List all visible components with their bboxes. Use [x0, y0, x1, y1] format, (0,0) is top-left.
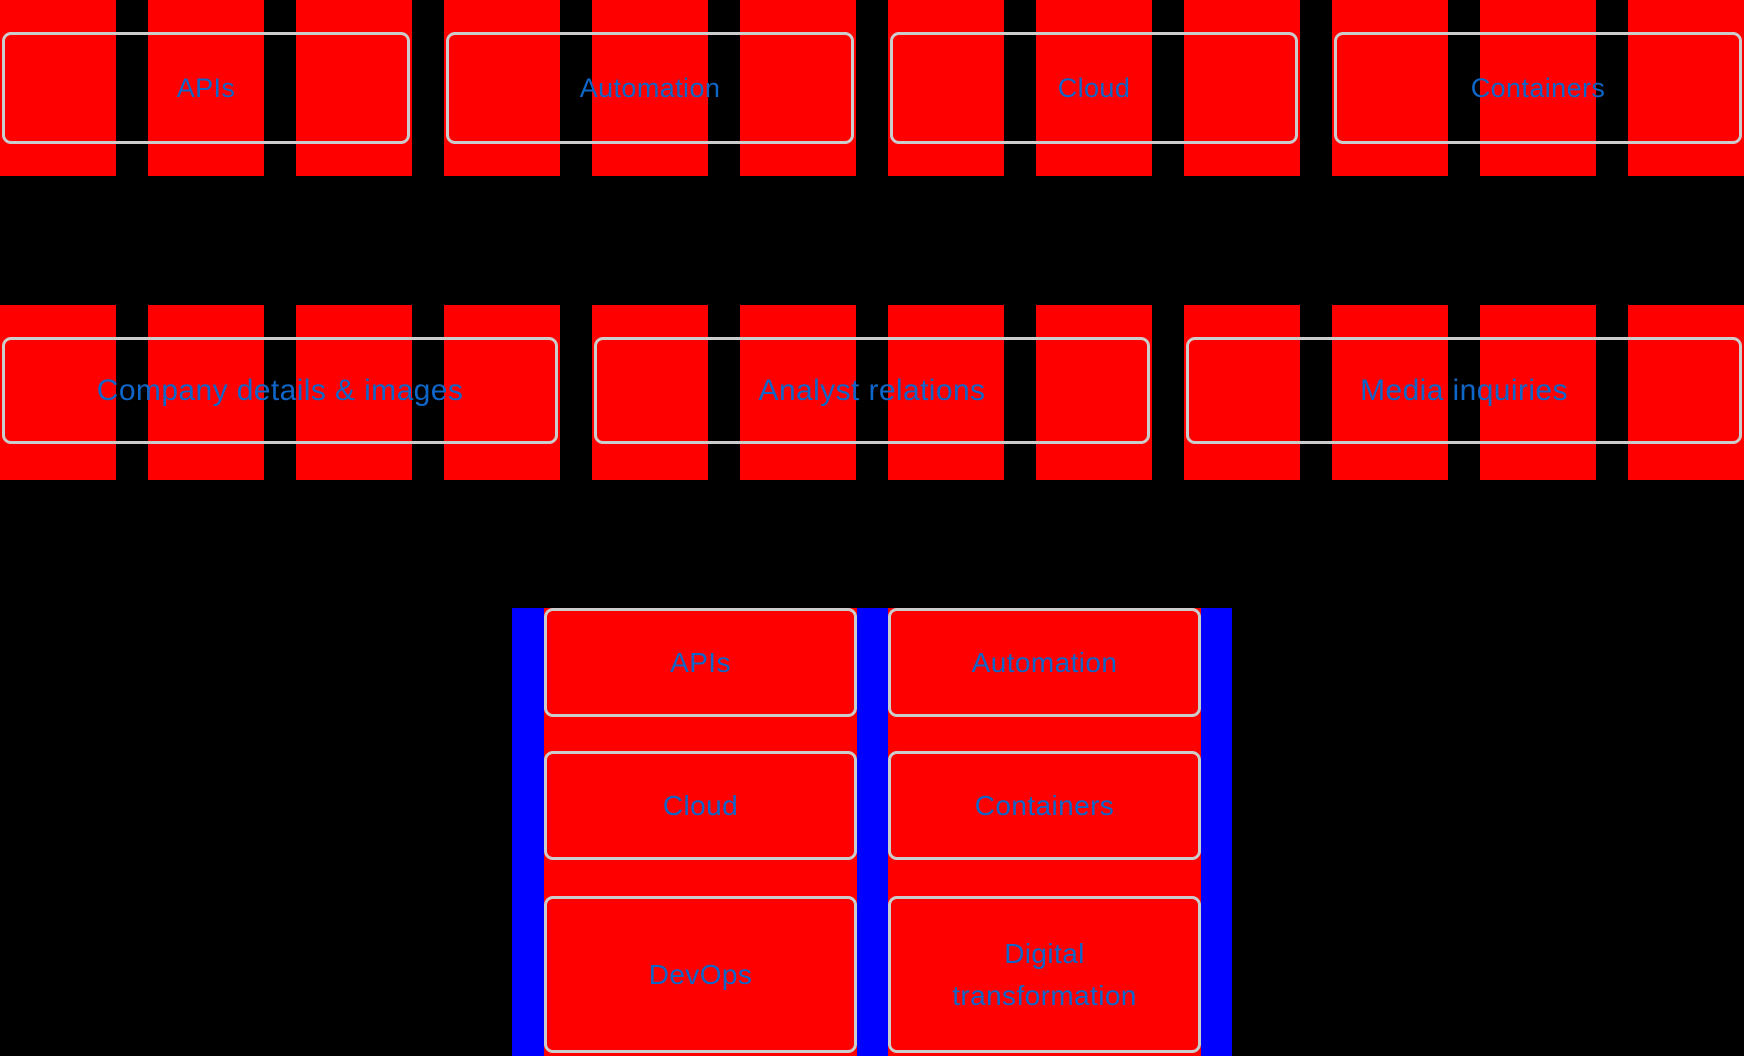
topic-card-label: Digital transformation	[952, 937, 1137, 1011]
red-block	[444, 0, 560, 176]
topic-card-label: Cloud	[662, 789, 739, 821]
topic-card-label: DevOps	[648, 958, 753, 990]
red-block	[740, 0, 856, 176]
topic-link-cloud[interactable]: Cloud	[890, 32, 1298, 144]
red-block	[296, 0, 412, 176]
resource-link-label: Company details & images	[96, 373, 464, 407]
red-block	[888, 305, 1004, 480]
red-block	[1332, 305, 1448, 480]
red-block	[296, 305, 412, 480]
topic-link-label: Automation	[579, 72, 721, 103]
topic-card-devops[interactable]: DevOps	[544, 896, 857, 1053]
topic-card-label: Containers	[974, 789, 1115, 821]
red-block	[592, 0, 708, 176]
red-block	[1628, 305, 1744, 480]
topics-panel-right-column: Automation Containers Digital transforma…	[888, 608, 1201, 1056]
middle-block-row	[0, 305, 1744, 480]
red-block	[0, 0, 116, 176]
red-block	[1036, 305, 1152, 480]
topic-card-label: APIs	[670, 646, 731, 678]
topic-card-digital-transformation[interactable]: Digital transformation	[888, 896, 1201, 1053]
topic-card-cloud[interactable]: Cloud	[544, 751, 857, 860]
red-block	[0, 305, 116, 480]
topics-panel: APIs Cloud DevOps Automation Containers …	[512, 608, 1232, 1056]
red-block	[444, 305, 560, 480]
topic-link-label: Containers	[1470, 72, 1606, 103]
topic-link-label: APIs	[176, 72, 236, 103]
red-block	[888, 0, 1004, 176]
red-block	[1628, 0, 1744, 176]
resource-link-label: Analyst relations	[758, 373, 986, 407]
red-block	[1036, 0, 1152, 176]
topic-card-apis[interactable]: APIs	[544, 608, 857, 717]
red-block	[148, 305, 264, 480]
topic-link-automation[interactable]: Automation	[446, 32, 854, 144]
topic-card-automation[interactable]: Automation	[888, 608, 1201, 717]
red-block	[1332, 0, 1448, 176]
topic-link-label: Cloud	[1057, 72, 1131, 103]
top-block-row	[0, 0, 1744, 176]
topic-card-label: Automation	[971, 646, 1118, 678]
topic-card-containers[interactable]: Containers	[888, 751, 1201, 860]
topic-link-apis[interactable]: APIs	[2, 32, 410, 144]
red-block	[1184, 0, 1300, 176]
red-block	[148, 0, 264, 176]
topics-panel-left-column: APIs Cloud DevOps	[544, 608, 857, 1056]
red-block	[592, 305, 708, 480]
resource-link-analyst-relations[interactable]: Analyst relations	[594, 337, 1150, 444]
red-block	[1480, 305, 1596, 480]
red-block	[1184, 305, 1300, 480]
resource-link-label: Media inquiries	[1360, 373, 1568, 407]
red-block	[740, 305, 856, 480]
red-block	[1480, 0, 1596, 176]
topic-link-containers[interactable]: Containers	[1334, 32, 1742, 144]
resource-link-media-inquiries[interactable]: Media inquiries	[1186, 337, 1742, 444]
resource-link-company-details[interactable]: Company details & images	[2, 337, 558, 444]
